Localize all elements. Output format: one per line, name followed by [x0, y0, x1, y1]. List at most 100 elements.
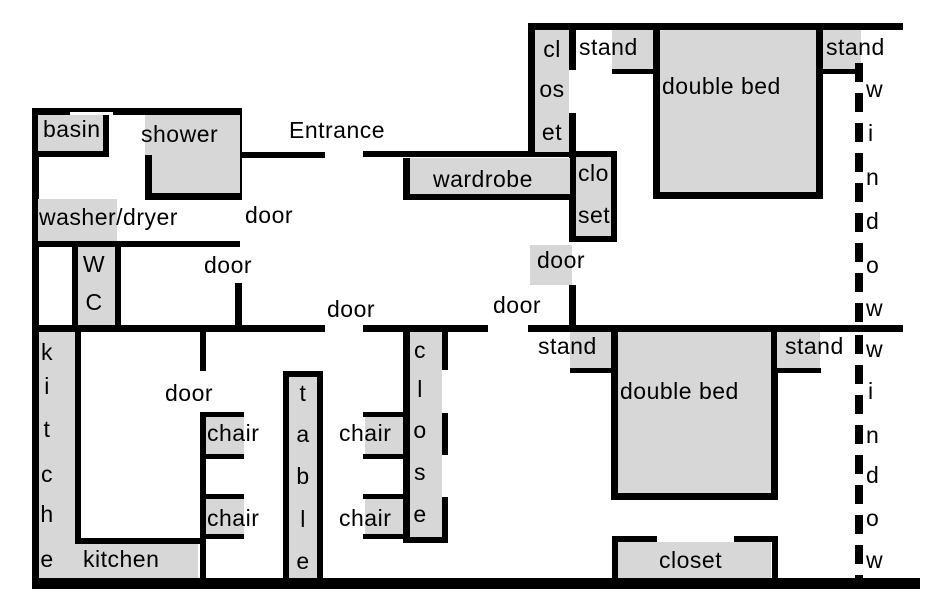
living-closet-fixture: [410, 332, 442, 537]
wall-bathroom-top-right: [113, 108, 242, 115]
label-kitchen-letter: e: [40, 546, 54, 572]
stand-bedroom1-left-border: [612, 69, 657, 74]
label-wc-c: C: [85, 289, 103, 315]
wall-hall-closet-lower-right: [611, 151, 617, 242]
wall-top-exterior: [528, 23, 903, 30]
label-door-wc: door: [204, 252, 253, 278]
stand-bedroom2-right: [777, 332, 820, 368]
chair2: [206, 499, 244, 534]
label-window2-letter: i: [868, 378, 874, 404]
chair2-border-bottom: [200, 534, 244, 539]
label-wardrobe: wardrobe: [433, 166, 533, 192]
label-living-closet-letter: o: [413, 417, 427, 443]
label-kitchen: kitchen: [83, 546, 160, 572]
shower-area: [145, 115, 240, 193]
label-hall-closet-upper-1: cl: [543, 36, 561, 62]
bed2-border-bottom: [611, 493, 778, 500]
chair1-border-top: [200, 412, 244, 417]
chair3-border-top: [363, 412, 407, 417]
living-closet-dash-1: [442, 330, 448, 370]
bedroom-closet-top-left: [612, 536, 657, 542]
label-door-bathroom: door: [245, 202, 294, 228]
window-bedroom2: [855, 335, 863, 578]
living-closet-dash-2: [442, 413, 448, 455]
label-bedroom-closet: closet: [659, 547, 723, 573]
label-chair4: chair: [339, 505, 392, 531]
basin-fixture: [38, 115, 103, 151]
stand-bedroom2-left: [570, 332, 611, 368]
label-hall-closet-lower-1: clo: [578, 160, 609, 186]
label-window2-letter: w: [866, 547, 884, 573]
bedroom-closet-fixture: [618, 542, 771, 578]
table-border-right: [317, 371, 323, 581]
label-window1-letter: w: [866, 76, 884, 102]
stand-bedroom2-left-border: [570, 368, 615, 373]
bed1-border-left: [653, 30, 660, 199]
bed1-border-right: [816, 30, 823, 199]
wall-left-exterior: [32, 108, 39, 589]
chair1-border-bottom: [200, 454, 244, 459]
wall-entrance-right: [363, 151, 617, 157]
hall-closet-lower-fixture: [576, 157, 611, 236]
label-table-letter: e: [296, 548, 310, 574]
label-kitchen-letter: k: [41, 339, 53, 365]
living-closet-border-left: [403, 330, 410, 543]
label-shower: shower: [141, 121, 219, 147]
label-stand-b1-right: stand: [826, 34, 885, 60]
label-hall-closet-upper-2: os: [539, 76, 565, 102]
label-basin: basin: [43, 116, 101, 142]
chair4: [365, 499, 405, 534]
label-window2-letter: w: [866, 336, 884, 362]
bedroom-closet-right: [772, 536, 778, 581]
kitchen-counter-vertical: [39, 332, 75, 578]
wc-border-right: [115, 241, 121, 332]
wall-hall-closet-left: [528, 23, 535, 157]
hall-closet-upper-fixture: [535, 30, 569, 152]
wall-hall-closet-right-top: [569, 30, 576, 70]
label-stand-b2-right: stand: [785, 333, 844, 359]
label-kitchen-letter: i: [44, 373, 50, 399]
bedroom-closet-top-right: [734, 536, 778, 542]
double-bed-bedroom1: [660, 30, 816, 192]
label-window2-letter: o: [866, 505, 880, 531]
wc-border-left: [72, 241, 78, 332]
label-living-closet-letter: s: [414, 459, 426, 485]
table-border-top: [283, 371, 323, 377]
wall-middle-c: [528, 325, 903, 332]
label-door-bedroom1: door: [537, 247, 586, 273]
wall-washer-bottom: [32, 241, 240, 247]
bed2-border-left: [611, 332, 618, 500]
washer-dryer-fixture: [38, 199, 117, 241]
shower-border-bottom: [145, 193, 242, 200]
bed2-border-right: [771, 332, 778, 500]
label-living-closet-letter: e: [413, 501, 427, 527]
chair1: [206, 417, 244, 454]
bedroom-closet-left: [612, 536, 618, 581]
label-stand-b2-left: stand: [538, 333, 597, 359]
wc-fixture: [78, 247, 115, 325]
living-closet-dash-3: [442, 497, 448, 538]
double-bed-bedroom2: [618, 332, 771, 493]
basin-border-right: [103, 115, 109, 157]
basin-border-bottom: [32, 151, 109, 157]
label-window1-letter: n: [866, 164, 880, 190]
wall-bathroom-top-thin: [70, 108, 113, 112]
label-wc-w: W: [82, 251, 106, 277]
wardrobe-border-left: [403, 158, 410, 200]
chair4-border-bottom: [363, 534, 407, 539]
wardrobe-fixture: [410, 158, 570, 194]
stand-bedroom2-right-border: [777, 368, 821, 373]
label-double-bed-1: double bed: [662, 73, 781, 99]
label-washer-dryer: washer/dryer: [39, 204, 178, 230]
wall-hall-closet-lower-bottom: [569, 236, 617, 242]
wall-bathroom-top-left: [32, 108, 70, 115]
kitchen-counter-border-v: [75, 332, 81, 544]
label-window1-letter: w: [866, 295, 884, 321]
label-kitchen-letter: t: [43, 416, 51, 442]
label-kitchen-letter: h: [40, 501, 54, 527]
living-closet-border-bottom: [403, 537, 448, 543]
stand-bedroom1-left: [612, 30, 653, 69]
table-border-left: [283, 371, 289, 581]
shower-border-left: [145, 155, 152, 198]
label-door-bedroom2: door: [493, 292, 542, 318]
